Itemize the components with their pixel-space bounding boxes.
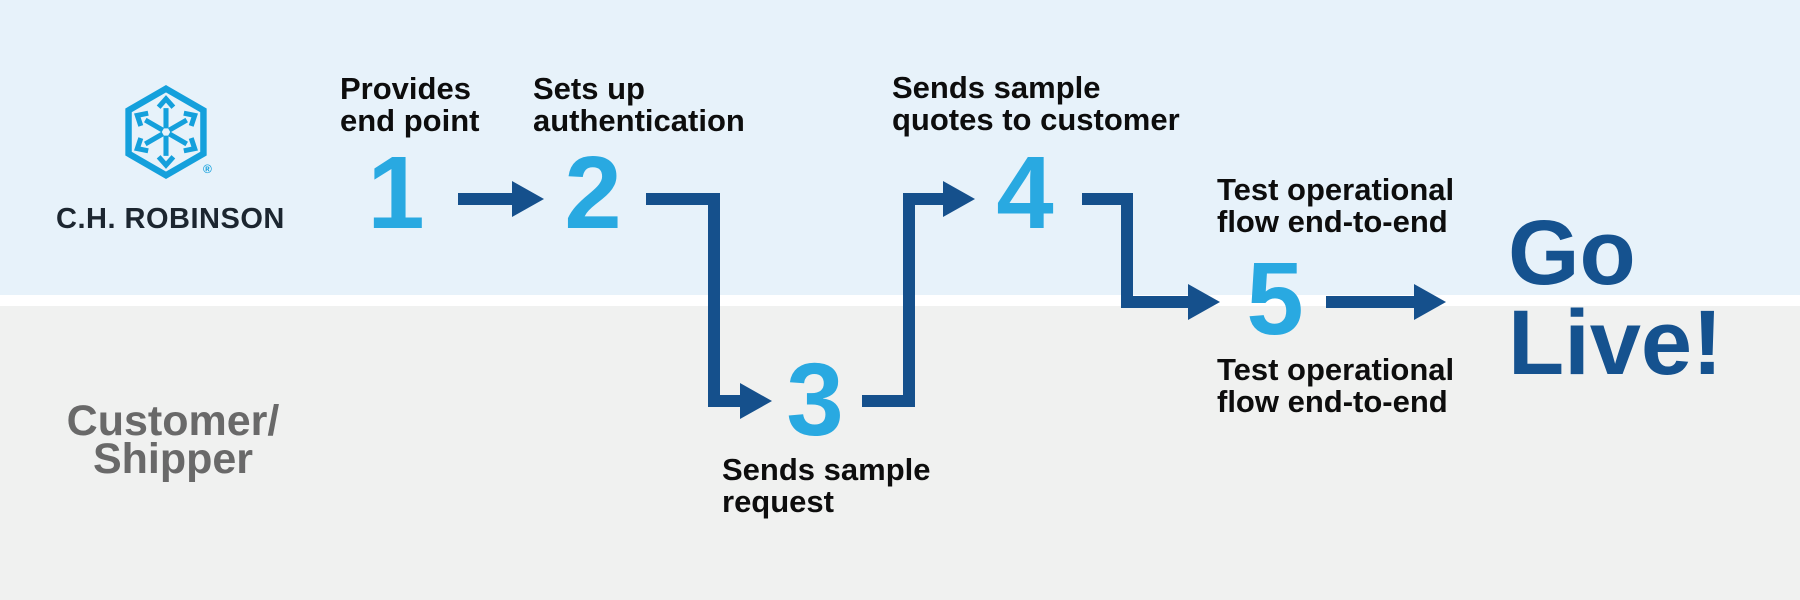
step-2-number: 2 — [564, 135, 622, 250]
step-1-label: Provides end point — [340, 71, 480, 138]
step-1-number: 1 — [367, 135, 425, 250]
step-5-label-above: Test operational flow end-to-end — [1217, 172, 1455, 239]
step-2-label: Sets up authentication — [533, 71, 745, 138]
customer-lane-label-line2: Shipper — [92, 435, 254, 483]
step-3-label: Sends sample request — [722, 452, 931, 519]
brand-wordmark: C.H. ROBINSON — [56, 203, 285, 235]
step-4-number: 4 — [996, 135, 1054, 250]
registered-trademark-icon: ® — [203, 162, 212, 176]
step-5-number: 5 — [1246, 241, 1304, 356]
customer-lane-label: Customer/ Shipper — [23, 397, 323, 483]
chrobinson-logo-icon — [125, 85, 207, 179]
go-live-text: Go Live! — [1508, 202, 1723, 394]
step-3-number: 3 — [786, 342, 844, 457]
customer-lane-label-line1: Customer/ — [66, 397, 280, 445]
step-5-label-below: Test operational flow end-to-end — [1217, 352, 1455, 419]
step-4-label: Sends sample quotes to customer — [892, 70, 1180, 137]
